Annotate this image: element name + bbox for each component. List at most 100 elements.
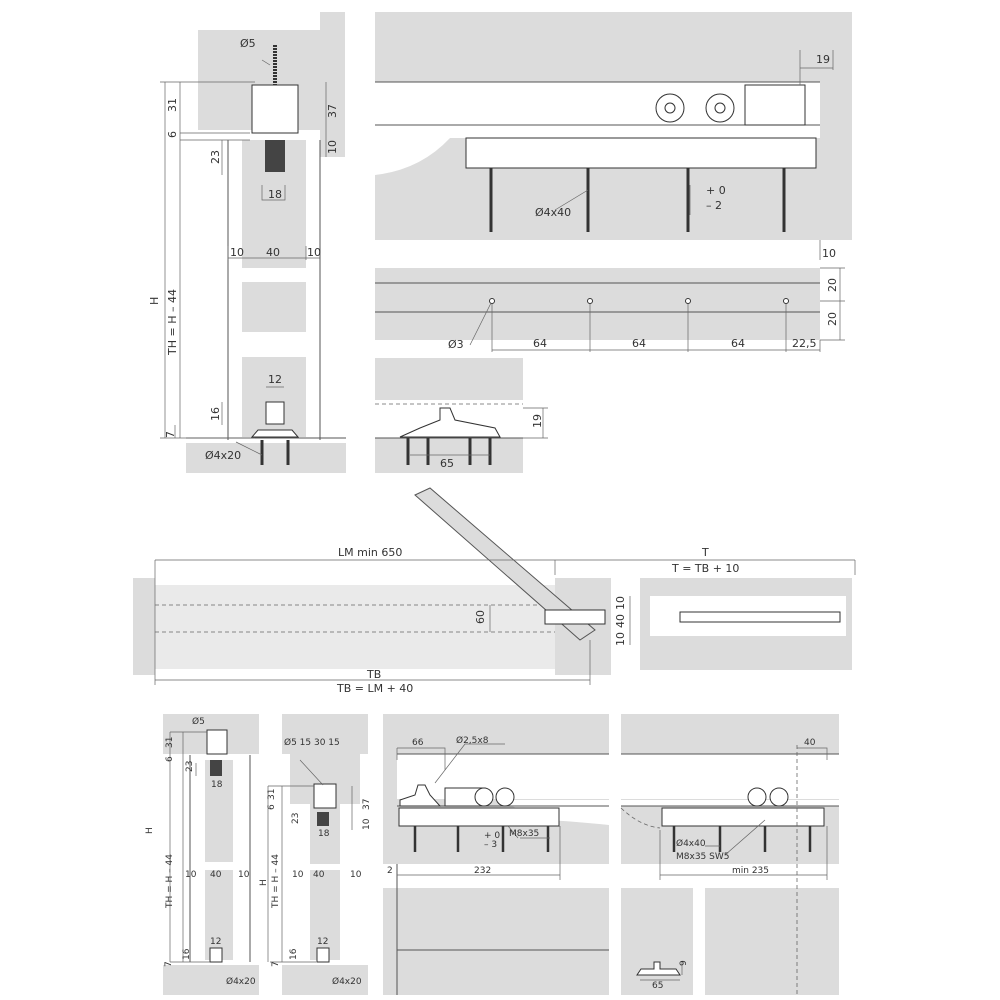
track-rail-side	[375, 268, 820, 340]
dim-40: 40	[266, 246, 280, 259]
dim-10-left: 10	[185, 870, 197, 880]
dim-6: 6	[165, 756, 175, 762]
dim-10-right: 10	[307, 246, 321, 259]
screws	[489, 168, 786, 232]
top-left-section: Ø5 31 6 37 10 23 18 10 40 10 H TH = H – …	[148, 12, 346, 473]
dim-7: 7	[164, 431, 177, 438]
pivot-fitting	[544, 609, 606, 625]
floor-panel	[186, 443, 346, 473]
dim-40: 40	[614, 614, 627, 628]
bottom-section-1: Ø5 31 6 23 18 H TH = H – 44 10 40 10 12 …	[145, 714, 259, 995]
dim-6: 6	[267, 804, 277, 810]
dim-10-top: 10	[614, 596, 627, 610]
dim-h: H	[148, 297, 161, 305]
dim-12: 12	[317, 937, 328, 947]
dim-16: 16	[209, 407, 222, 421]
label-screw-diameter: Ø5	[192, 716, 205, 727]
dim-20-bottom: 20	[826, 312, 839, 326]
open-door-leaf	[415, 488, 595, 640]
side-wall	[320, 12, 345, 157]
dim-9: 9	[679, 960, 689, 966]
dim-t: T	[701, 546, 709, 559]
dim-12: 12	[268, 373, 282, 386]
dim-10: 10	[326, 140, 339, 154]
damper-unit	[744, 84, 806, 126]
dim-12: 12	[210, 937, 221, 947]
bottom-section-2: Ø5 15 30 15 6 31 37 10 23 18 H TH = H – …	[259, 714, 372, 995]
dim-232: 232	[474, 866, 491, 876]
label-floor-screw: Ø4x20	[332, 976, 362, 987]
dim-40: 40	[210, 870, 222, 880]
bottom-section-3: 66 Ø2,5x8 + 0 – 3 M8x35 2 232	[383, 714, 609, 995]
top-right-section: 19 + 0 – 2 Ø4x40 10 20 20 Ø3 64 64 64 22…	[375, 12, 852, 473]
tolerance-minus: – 2	[706, 199, 722, 212]
dim-tb: TB	[366, 668, 381, 681]
dim-65: 65	[440, 457, 454, 470]
dim-th: TH = H – 44	[166, 289, 179, 356]
hanger-bracket	[265, 140, 285, 172]
dim-31: 31	[166, 98, 179, 112]
label-floor-screw: Ø4x20	[226, 976, 256, 987]
floor-guide	[265, 401, 285, 425]
spacing-64-1: 64	[533, 337, 547, 350]
dim-7: 7	[164, 961, 174, 967]
label-bolt: M8x35 SW5	[676, 852, 729, 862]
dim-h: H	[259, 879, 269, 886]
dim-16: 16	[182, 948, 192, 960]
dim-23: 23	[291, 813, 301, 824]
dim-10: 10	[822, 247, 836, 260]
door-panel-mid	[242, 282, 306, 332]
dim-10-left: 10	[292, 870, 304, 880]
dim-18: 18	[268, 188, 282, 201]
top-dimensions: Ø5 15 30 15	[284, 737, 340, 748]
dim-10: 10	[362, 818, 372, 830]
dim-7: 7	[271, 961, 281, 967]
dim-10-right: 10	[238, 870, 250, 880]
label-bolt: M8x35	[509, 829, 539, 839]
dim-37: 37	[362, 799, 372, 810]
middle-section: LM min 650 T T = TB + 10 60 10 40 10 TB …	[133, 487, 856, 695]
spacing-64-2: 64	[632, 337, 646, 350]
mounting-holes	[489, 298, 789, 304]
track-plan	[679, 611, 841, 623]
dim-19: 19	[816, 53, 830, 66]
dim-20-top: 20	[826, 278, 839, 292]
dim-65: 65	[652, 981, 663, 991]
dim-23: 23	[209, 150, 222, 164]
dim-10-left: 10	[230, 246, 244, 259]
dim-10-right: 10	[350, 870, 362, 880]
roller-carriage	[251, 84, 299, 134]
door-leaf	[155, 585, 555, 669]
label-screw-diameter: Ø5	[240, 37, 256, 50]
floor-guide	[399, 407, 501, 438]
dim-2: 2	[387, 866, 393, 876]
tolerance-plus: + 0	[706, 184, 726, 197]
dim-40: 40	[804, 738, 816, 748]
label-screw: Ø4x40	[676, 838, 706, 849]
tolerance-plus: + 0	[484, 831, 500, 841]
formula-t: T = TB + 10	[671, 562, 739, 575]
track-profile	[465, 137, 817, 169]
dim-37: 37	[326, 104, 339, 118]
dim-66: 66	[412, 738, 424, 748]
door-panel-bottom	[242, 357, 306, 437]
dim-31: 31	[267, 789, 277, 800]
tolerance-minus: – 3	[484, 840, 497, 850]
label-screw: Ø4x40	[535, 206, 571, 219]
dim-23: 23	[185, 761, 195, 772]
label-hole: Ø3	[448, 338, 464, 351]
dim-6: 6	[166, 131, 179, 138]
dim-h: H	[145, 827, 155, 834]
spacing-64-3: 64	[731, 337, 745, 350]
spacing-end: 22,5	[792, 337, 817, 350]
dim-th: TH = H – 44	[271, 854, 281, 909]
dim-19-guide: 19	[531, 414, 544, 428]
label-pin: Ø2,5x8	[456, 735, 489, 746]
dim-31: 31	[165, 737, 175, 748]
dim-10-bottom: 10	[614, 632, 627, 646]
bottom-section-4: 40 Ø4x40 M8x35 SW5 min 235 65 9	[620, 714, 839, 995]
dim-16: 16	[289, 948, 299, 960]
label-floor-screw: Ø4x20	[205, 449, 241, 462]
dim-min-235: min 235	[732, 866, 769, 876]
